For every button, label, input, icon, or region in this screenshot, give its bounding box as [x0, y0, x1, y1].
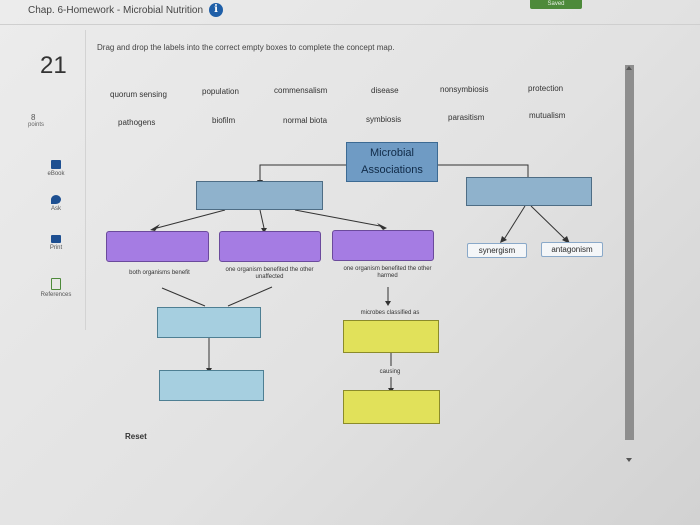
drop-box-lower-blue-1[interactable]	[157, 307, 261, 338]
ebook-button[interactable]: eBook	[28, 160, 84, 177]
drop-box-purple-3[interactable]	[332, 230, 434, 261]
drag-label-disease[interactable]: disease	[371, 86, 399, 95]
references-button[interactable]: References	[28, 278, 84, 298]
drag-label-commensalism[interactable]: commensalism	[274, 86, 328, 95]
drag-label-parasitism[interactable]: parasitism	[448, 113, 485, 122]
info-icon[interactable]: i	[209, 3, 223, 17]
connector-to-purple-3	[294, 209, 381, 227]
arrowhead-synergism	[500, 236, 507, 243]
question-number: 21	[40, 52, 67, 79]
drop-box-yellow-1[interactable]	[343, 320, 439, 353]
drop-box-purple-2[interactable]	[219, 231, 321, 262]
ask-button[interactable]: Ask	[28, 195, 84, 212]
references-label: References	[40, 292, 72, 298]
instructions: Drag and drop the labels into the correc…	[97, 43, 395, 52]
drag-label-biofilm[interactable]: biofilm	[212, 116, 236, 125]
scroll-down-icon[interactable]	[626, 458, 632, 462]
drag-label-nonsymbiosis[interactable]: nonsymbiosis	[440, 85, 489, 94]
saved-badge: Saved	[530, 0, 582, 9]
placed-label-synergism[interactable]: synergism	[467, 243, 527, 258]
arrowhead-purple-1	[150, 224, 160, 231]
points-value: 8	[31, 113, 36, 122]
connector-benefit-1	[161, 287, 206, 307]
descriptor-one-benefited-harmed: one organism benefited the other harmed	[343, 266, 432, 279]
drag-label-mutualism[interactable]: mutualism	[529, 111, 566, 120]
drag-label-symbiosis[interactable]: symbiosis	[366, 115, 402, 124]
connector-to-synergism	[502, 205, 526, 242]
drag-label-normal-biota[interactable]: normal biota	[283, 116, 328, 125]
drop-box-purple-1[interactable]	[106, 231, 209, 262]
drop-box-lower-blue-2[interactable]	[159, 370, 264, 401]
reset-button[interactable]: Reset	[125, 432, 147, 441]
connector-benefit-2	[227, 286, 273, 307]
arrowhead-harmed	[385, 301, 391, 306]
descriptor-causing: causing	[379, 369, 401, 375]
connector-root-right	[438, 164, 529, 177]
root-node-microbial-associations: Microbial Associations	[346, 142, 438, 182]
document-icon	[51, 278, 61, 290]
printer-icon	[51, 235, 61, 243]
arrowhead-purple-3	[377, 223, 387, 230]
drag-label-quorum-sensing[interactable]: quorum sensing	[110, 90, 167, 99]
print-button[interactable]: Print	[28, 235, 84, 251]
drop-box-left-category[interactable]	[196, 181, 323, 210]
drop-box-right-category[interactable]	[466, 177, 592, 206]
descriptor-one-benefited-unaffected: one organism benefited the other unaffec…	[225, 267, 314, 280]
top-bar: Chap. 6-Homework - Microbial Nutrition i…	[0, 0, 700, 25]
ask-label: Ask	[50, 206, 61, 212]
chat-bubble-icon	[51, 195, 61, 204]
placed-label-antagonism[interactable]: antagonism	[541, 242, 603, 257]
print-label: Print	[49, 245, 63, 251]
descriptor-both-benefit: both organisms benefit	[129, 270, 190, 276]
book-icon	[51, 160, 61, 169]
connector-to-purple-1	[156, 209, 226, 229]
drag-label-protection[interactable]: protection	[528, 84, 564, 93]
drop-box-yellow-2[interactable]	[343, 390, 440, 424]
connector-to-purple-2	[259, 209, 265, 229]
question-sidebar	[30, 30, 86, 330]
scroll-up-icon[interactable]	[626, 66, 632, 70]
drag-label-pathogens[interactable]: pathogens	[118, 118, 156, 127]
connector-root-left	[259, 164, 346, 180]
descriptor-microbes-classified: microbes classified as	[360, 310, 420, 316]
points-label: points	[28, 122, 45, 128]
ebook-label: eBook	[47, 171, 65, 177]
vertical-scrollbar[interactable]	[625, 65, 634, 440]
assignment-title: Chap. 6-Homework - Microbial Nutrition	[28, 5, 204, 16]
connector-to-antagonism	[530, 205, 567, 241]
drag-label-population[interactable]: population	[202, 87, 239, 96]
